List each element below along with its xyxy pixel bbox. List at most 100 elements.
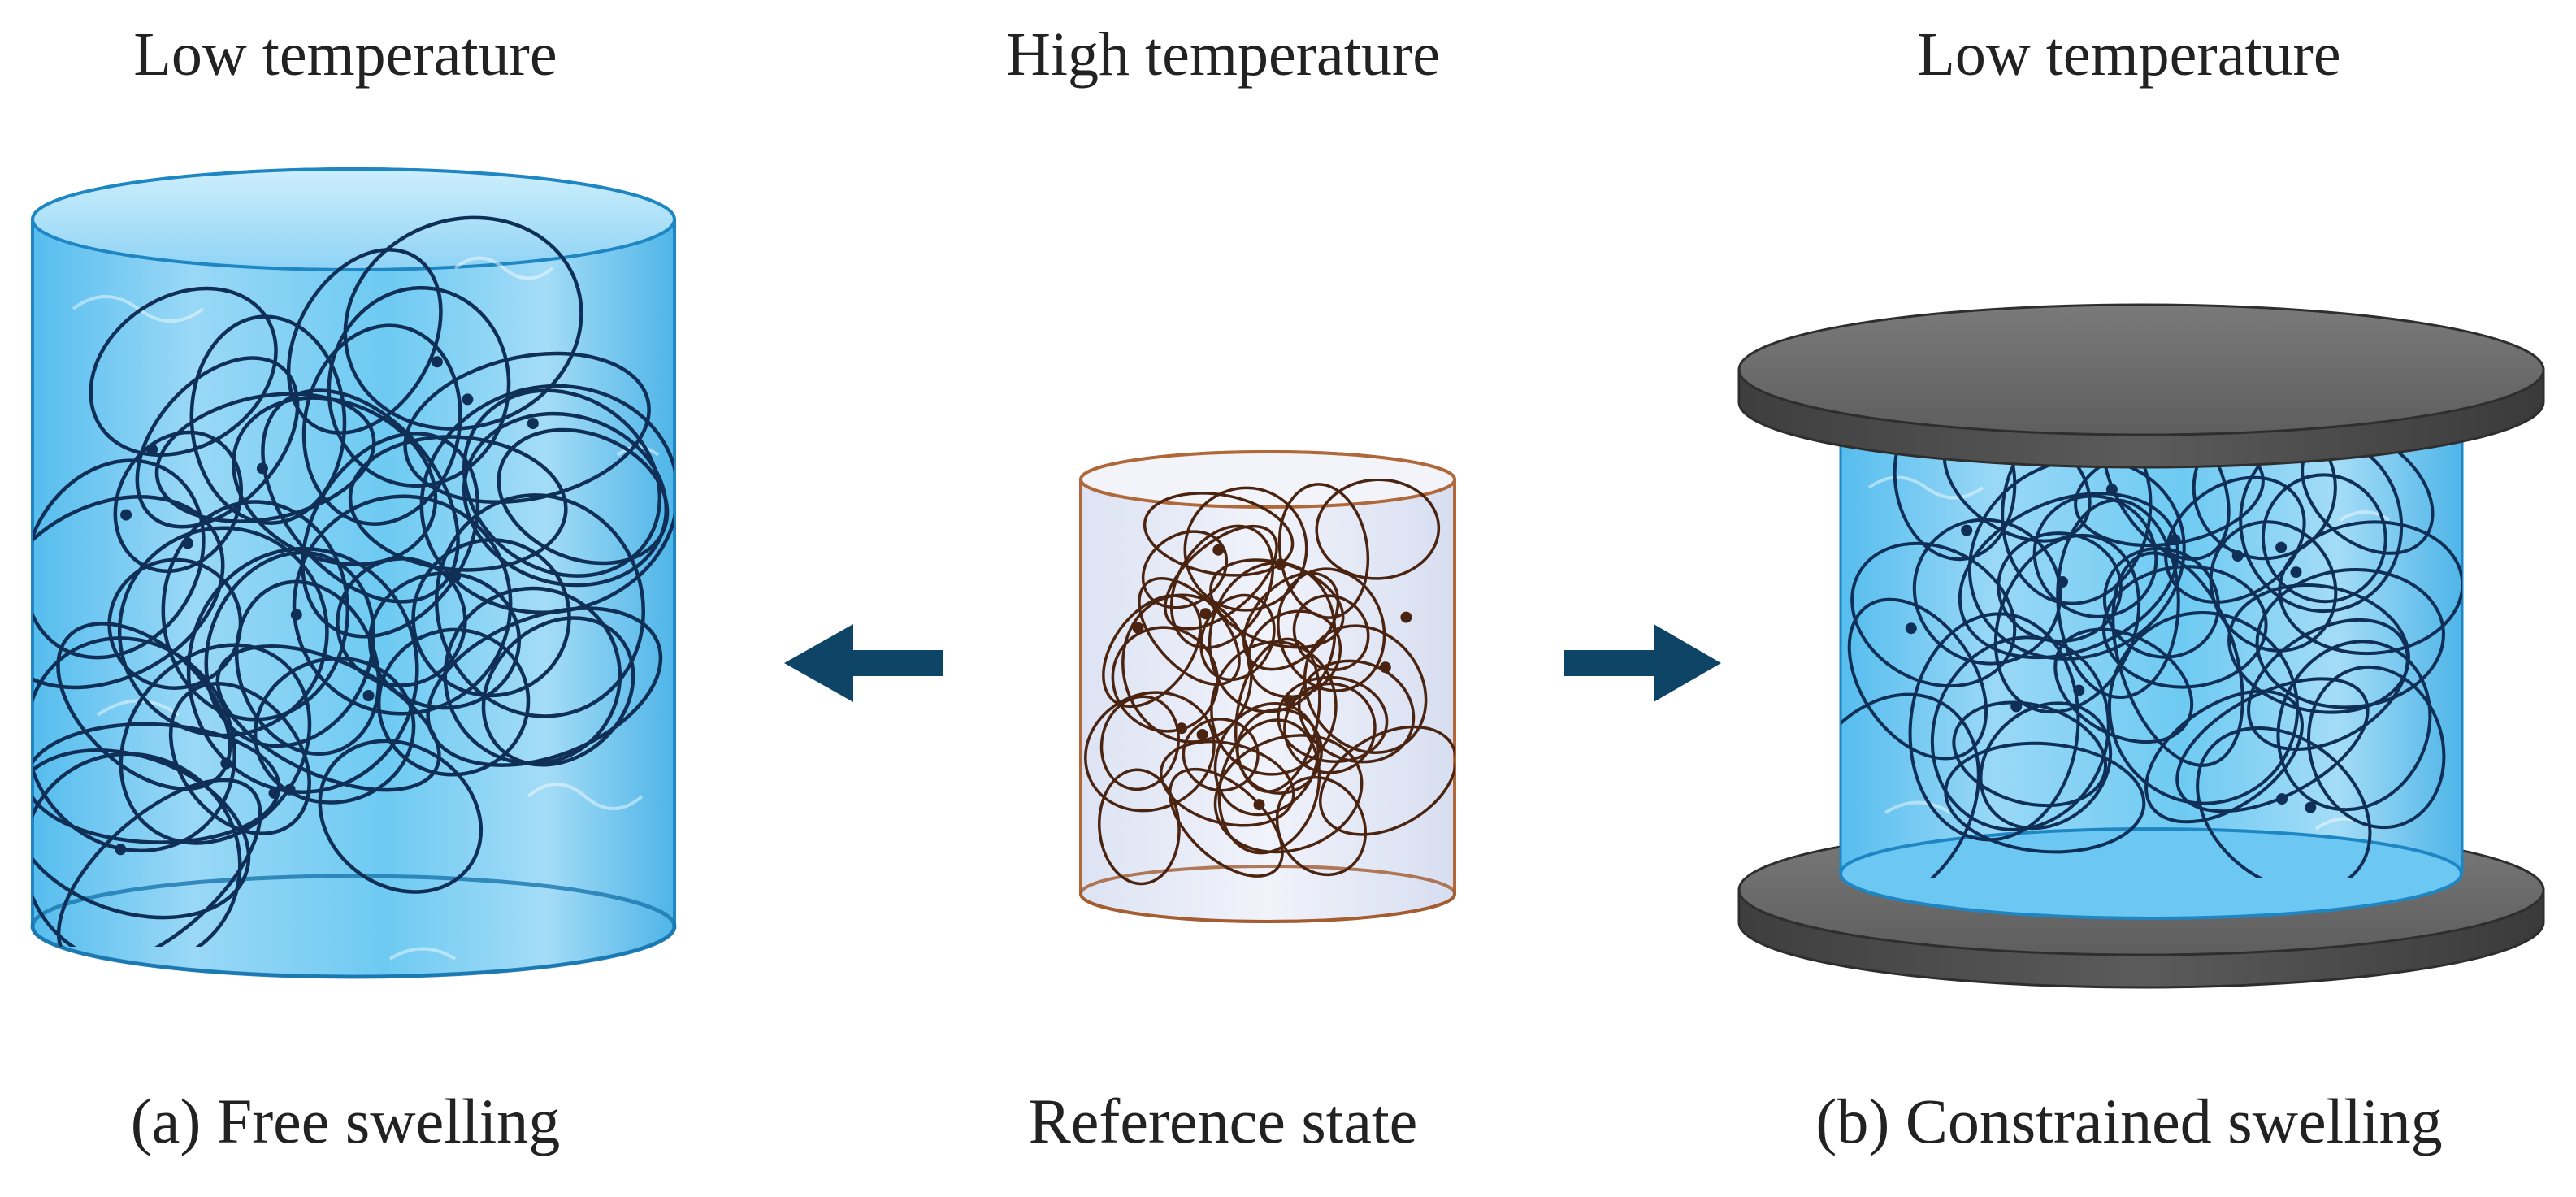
polymer-chain-loop — [336, 557, 467, 687]
crosslink-node — [2305, 801, 2317, 813]
polymer-chain-loop — [481, 616, 635, 767]
polymer-chain-loop — [1164, 524, 1278, 631]
crosslink-node — [2276, 793, 2288, 805]
polymer-chain-loop — [2164, 475, 2306, 604]
crosslink-node — [268, 787, 280, 799]
crosslink-node — [2290, 566, 2302, 579]
polymer-chain-loop — [2102, 546, 2220, 659]
top-plate — [1737, 303, 2545, 469]
polymer-chain-loop — [286, 248, 443, 435]
crosslink-node — [2057, 576, 2068, 588]
polymer-chain-loop — [234, 579, 381, 756]
crosslink-node — [362, 690, 375, 701]
polymer-chain-loop — [2306, 665, 2446, 830]
crosslink-node — [2275, 541, 2288, 553]
polymer-chain-loop — [1208, 561, 1337, 713]
polymer-chain-loop — [1099, 695, 1181, 791]
crosslink-node — [1400, 611, 1412, 623]
polymer-chain-loop — [1242, 571, 1340, 671]
polymer-chain-loop — [2144, 689, 2304, 824]
polymer-chain-loop — [33, 495, 225, 690]
label-right-top: Low temperature — [1917, 20, 2341, 89]
caption-reference-state: Reference state — [1028, 1086, 1418, 1156]
polymer-chain-loop — [2278, 520, 2462, 656]
crosslink-node — [449, 570, 461, 583]
polymer-chain-loop — [1952, 700, 2108, 808]
polymer-chain-loop — [1234, 637, 1321, 793]
polymer-chain-loop — [1958, 492, 2179, 660]
crosslink-node — [1274, 558, 1286, 570]
label-center-top: High temperature — [1006, 20, 1440, 89]
crosslink-node — [284, 783, 296, 796]
crosslink-node — [1379, 661, 1391, 674]
crosslink-node — [2169, 534, 2181, 546]
crosslink-node — [1961, 524, 1973, 536]
polymer-chain-loop — [1997, 531, 2123, 644]
polymer-chain-loop — [261, 388, 460, 604]
arrow-right — [1564, 624, 1721, 702]
crosslink-node — [527, 418, 539, 430]
polymer-chain-loop — [56, 622, 232, 791]
polymer-chain-loop — [1138, 577, 1241, 686]
polymer-chain-loop — [1893, 423, 2017, 562]
polymer-chain-loop — [119, 643, 312, 845]
polymer-chain-loop — [1847, 597, 1988, 761]
polymer-chain-loop — [327, 285, 511, 488]
polymer-chain-loop — [1979, 701, 2113, 831]
crosslink-node — [290, 609, 302, 621]
polymer-chain-loop — [1283, 682, 1377, 774]
polymer-chain-loop — [1275, 775, 1368, 877]
polymer-network-swollen — [33, 215, 674, 947]
polymer-chain-loop — [1098, 768, 1181, 886]
constrained-gel-cylinder — [1839, 423, 2464, 920]
polymer-chain-loop — [1121, 593, 1253, 744]
polymer-chain-loop — [2175, 677, 2370, 813]
polymer-chain-loop — [154, 392, 376, 523]
polymer-chain-loop — [1160, 739, 1295, 827]
polymer-chain-loop — [117, 526, 329, 738]
crosslink-node — [462, 393, 474, 406]
polymer-chain-loop — [1143, 492, 1295, 577]
polymer-chain-loop — [1168, 767, 1284, 878]
label-left-top: Low temperature — [133, 20, 557, 89]
caption-constrained-swelling: (b) Constrained swelling — [1815, 1086, 2443, 1156]
polymer-chain-loop — [292, 494, 513, 716]
polymer-chain-loop — [2001, 423, 2153, 605]
crosslink-node — [120, 509, 132, 521]
polymer-chain-loop — [301, 323, 462, 526]
polymer-chain-loop — [1297, 659, 1416, 764]
polymer-chain-loop — [1908, 612, 2080, 842]
polymer-chain-loop — [1841, 692, 1980, 878]
polymer-chain-loop — [2107, 610, 2300, 805]
crosslink-node — [2073, 684, 2085, 696]
polymer-chain-loop — [89, 286, 278, 458]
crosslink-node — [1283, 695, 1295, 707]
crosslink-node — [1176, 722, 1187, 735]
polymer-chain-loop — [56, 778, 262, 947]
polymer-chain-loop — [1315, 479, 1441, 580]
polymer-chain-loop — [1277, 675, 1389, 764]
polymer-chain-loop — [318, 739, 484, 894]
polymer-chain-loop — [33, 752, 242, 947]
polymer-chain-loop — [232, 396, 438, 566]
polymer-chain-loop — [1210, 640, 1338, 776]
crosslink-node — [1199, 608, 1212, 620]
crosslink-node — [431, 356, 443, 368]
polymer-chain-loop — [2209, 520, 2338, 653]
polymer-chain-loop — [168, 682, 311, 835]
crosslink-node — [2010, 700, 2023, 713]
polymer-chain-loop — [1111, 626, 1220, 733]
arrow-left — [784, 624, 943, 702]
polymer-chain-loop — [376, 627, 531, 777]
crosslink-node — [115, 844, 127, 856]
crosslink-node — [256, 462, 268, 475]
polymer-chain-loop — [1213, 734, 1364, 854]
polymer-chain-loop — [1213, 702, 1320, 817]
polymer-chain-loop — [204, 550, 376, 748]
crosslink-node — [1905, 622, 1917, 635]
polymer-chain-loop — [1850, 541, 2017, 688]
crosslink-node — [220, 757, 232, 770]
polymer-chain-loop — [435, 493, 645, 718]
